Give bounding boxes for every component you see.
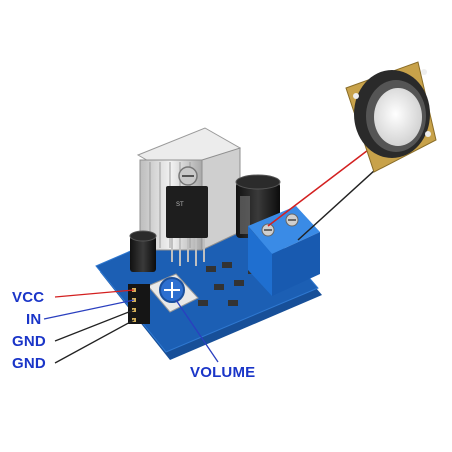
heatsink-icon <box>136 127 242 251</box>
pin-leader-lines <box>43 289 219 364</box>
gnd-label-1: GND <box>12 333 46 350</box>
amplifier-chip-icon: ST <box>166 186 208 266</box>
in-label: IN <box>26 311 42 328</box>
speaker-wires <box>267 143 387 241</box>
terminal-block-icon <box>248 206 320 296</box>
potentiometer-icon <box>147 273 199 313</box>
volume-label: VOLUME <box>190 364 256 381</box>
svg-text:ST: ST <box>176 202 184 208</box>
speaker-icon <box>345 61 437 173</box>
vcc-label: VCC <box>12 289 45 306</box>
gnd-label-2: GND <box>12 355 46 372</box>
